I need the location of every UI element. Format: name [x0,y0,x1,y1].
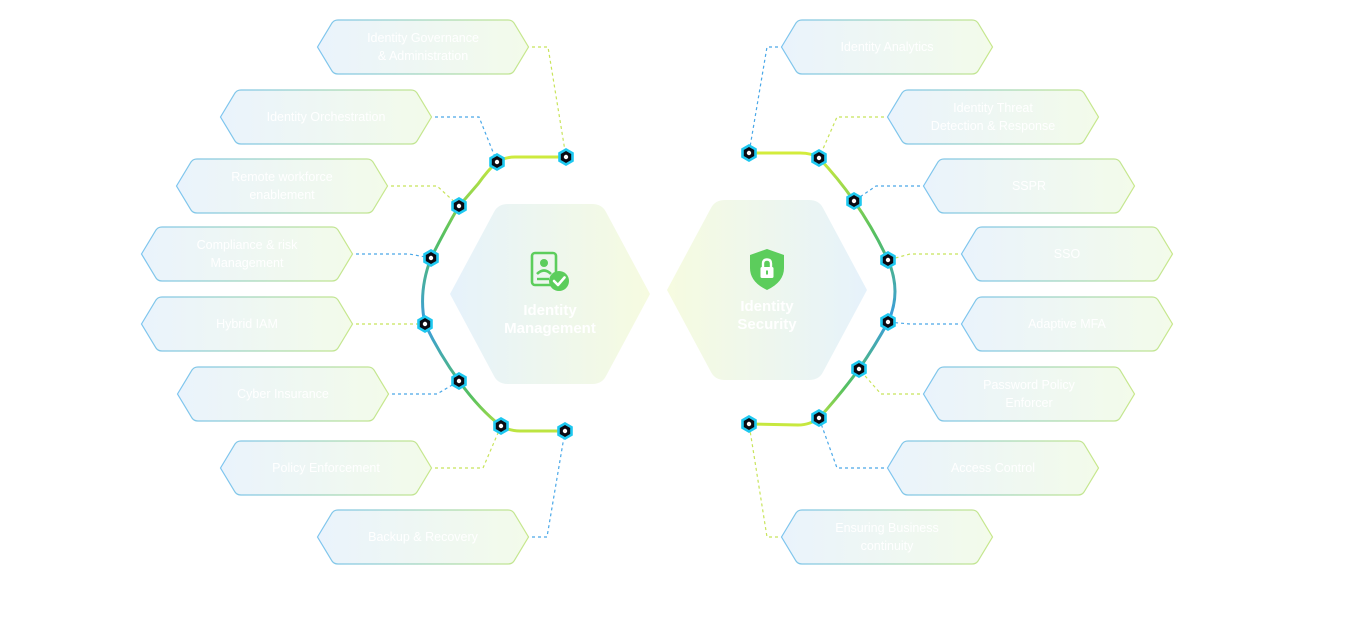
right-connector-line [858,368,926,395]
left-item-card[interactable]: Remote workforce enablement [175,158,389,214]
card-hexagon-shape [140,296,354,352]
right-connector-node [880,251,896,269]
card-label: Identity Analytics [840,40,934,54]
card-label: Remote workforce enablement [231,170,333,202]
card-hexagon-shape [140,226,354,282]
card-hexagon-shape [886,89,1100,145]
right-connector-node [880,313,896,331]
right-item-card[interactable]: Identity Threat Detection & Response [886,89,1100,145]
left-item-card[interactable]: Cyber Insurance [176,366,390,422]
right-connector-line [818,417,890,469]
right-connector-line [887,253,964,261]
right-connector-node [851,360,867,378]
card-hexagon-shape [176,366,390,422]
right-connector-line [818,116,890,159]
card-hexagon-shape [922,158,1136,214]
left-connector-node [493,417,509,435]
card-label: Policy Enforcement [272,461,380,475]
hub-hexagon-shape [450,204,650,384]
left-connector-node [423,249,439,267]
right-connector-line [853,185,926,202]
card-label: Identity Orchestration [266,110,386,124]
identity-security-hub[interactable]: Identity Security [665,200,869,380]
left-connector-node [558,148,574,166]
right-connector-node [846,192,862,210]
left-connector-line [526,46,567,158]
card-label: SSO [1053,247,1081,261]
left-item-card[interactable]: Compliance & risk Management [140,226,354,282]
left-connector-line [429,425,502,469]
hub-title: Identity Management [504,302,596,337]
id-card-check-icon [530,251,569,291]
right-item-card[interactable]: SSO [960,226,1174,282]
card-hexagon-shape [922,366,1136,422]
right-item-card[interactable]: Password Policy Enforcer [922,366,1136,422]
card-hexagon-shape [960,226,1174,282]
card-hexagon-shape [960,296,1174,352]
left-item-card[interactable]: Identity Orchestration [219,89,433,145]
right-connector-line [748,46,784,154]
right-connector-node [811,149,827,167]
right-connector-line [748,423,784,538]
right-connector-node [741,415,757,433]
right-item-card[interactable]: Adaptive MFA [960,296,1174,352]
left-item-card[interactable]: Backup & Recovery [316,509,530,565]
left-connector-line [429,116,498,163]
card-hexagon-shape [316,19,530,75]
shield-lock-icon [750,249,784,290]
left-connector-node [451,197,467,215]
card-hexagon-shape [219,440,433,496]
right-item-card[interactable]: Ensuring Business continuity [780,509,994,565]
identity-management-hub[interactable]: Identity Management [448,204,652,384]
left-item-card[interactable]: Identity Governance & Administration [316,19,530,75]
left-connector-line [350,253,432,259]
right-connector-line [887,321,964,325]
card-label: Adaptive MFA [1028,317,1106,331]
card-label: Backup & Recovery [368,530,478,544]
card-hexagon-shape [219,89,433,145]
right-connector-node [811,409,827,427]
left-connector-node [489,153,505,171]
card-hexagon-shape [886,440,1100,496]
right-item-card[interactable]: Identity Analytics [780,19,994,75]
card-hexagon-shape [175,158,389,214]
left-connector-node [557,422,573,440]
right-connector-node [741,144,757,162]
card-label: Identity Governance & Administration [367,31,479,63]
card-hexagon-shape [316,509,530,565]
card-label: Compliance & risk Management [196,238,298,270]
left-connector-node [451,372,467,390]
card-label: Hybrid IAM [216,317,278,331]
card-label: Ensuring Business continuity [835,521,939,553]
card-label: Access Control [950,461,1036,475]
left-connector-line [385,185,460,207]
card-label: SSPR [1011,179,1047,193]
card-hexagon-shape [780,509,994,565]
card-label: Cyber Insurance [237,387,329,401]
left-item-card[interactable]: Policy Enforcement [219,440,433,496]
left-connector-node [417,315,433,333]
hub-title: Identity Security [737,298,797,333]
card-label: Identity Threat Detection & Response [930,101,1056,133]
right-item-card[interactable]: SSPR [922,158,1136,214]
card-label: Password Policy Enforcer [983,378,1075,410]
left-item-card[interactable]: Hybrid IAM [140,296,354,352]
card-hexagon-shape [780,19,994,75]
left-connector-line [526,430,566,538]
right-item-card[interactable]: Access Control [886,440,1100,496]
